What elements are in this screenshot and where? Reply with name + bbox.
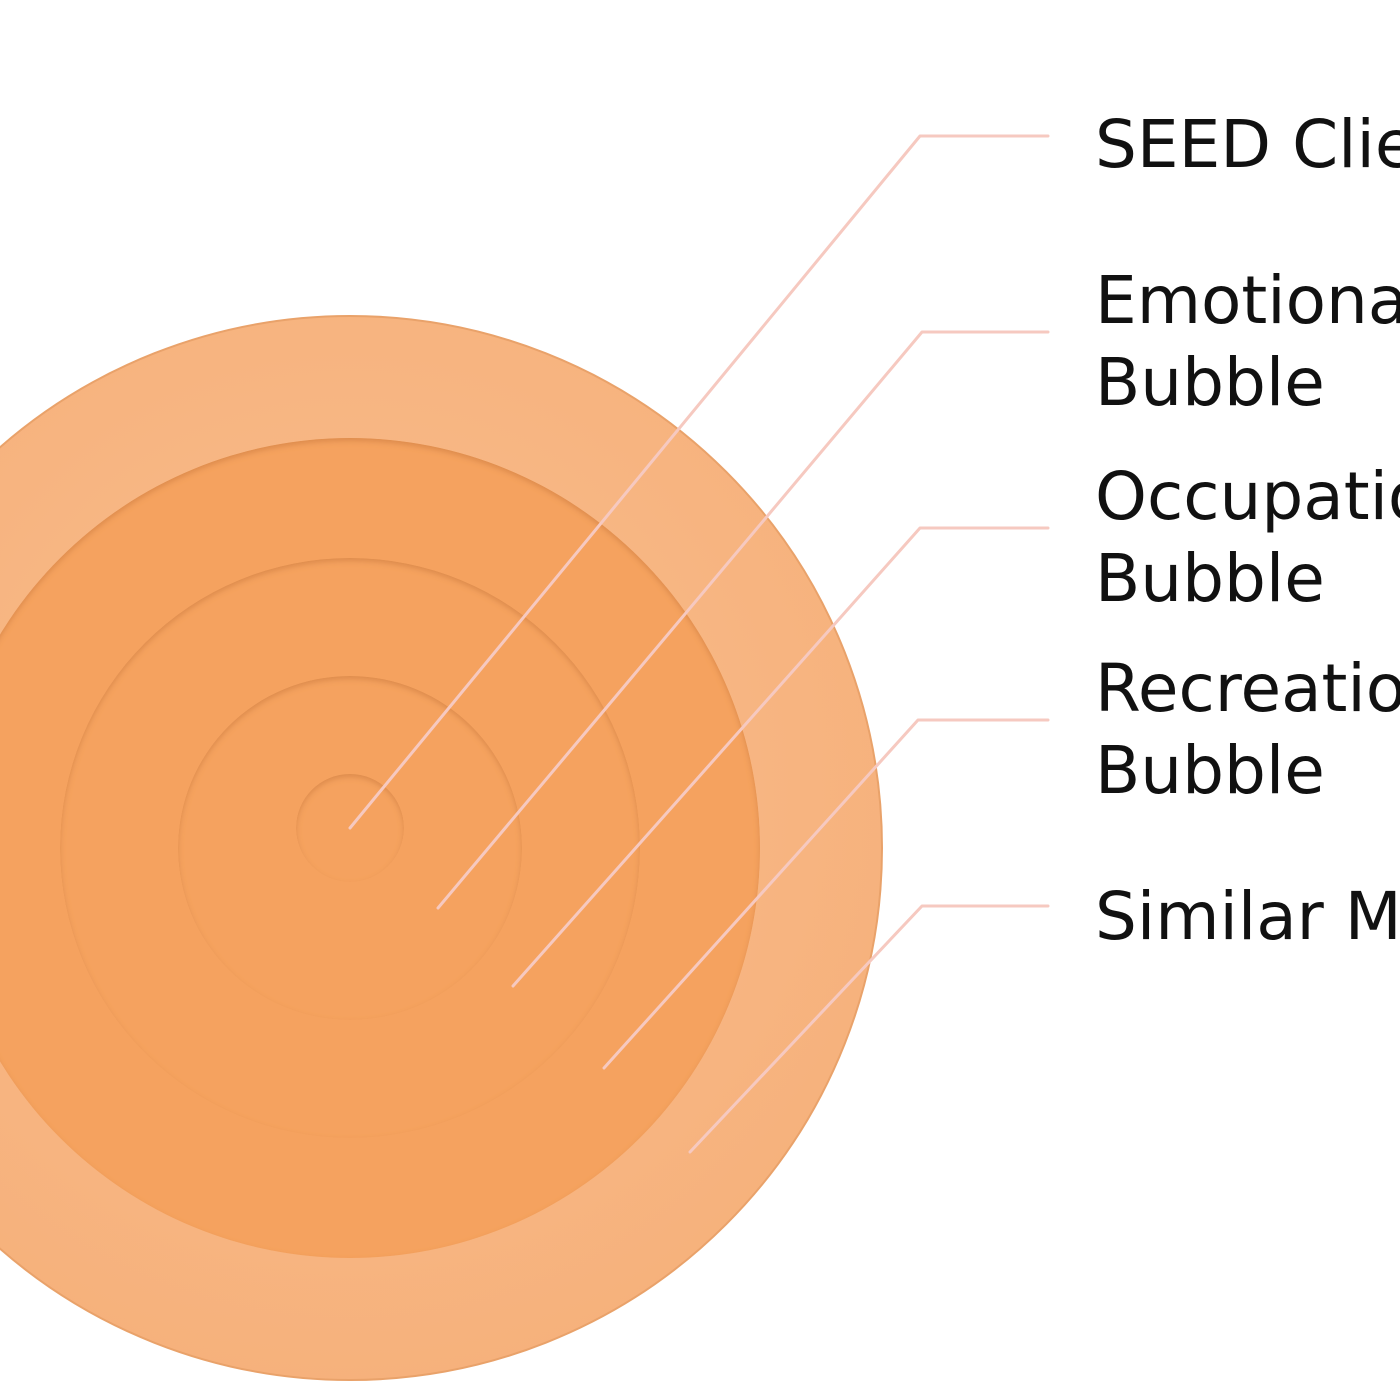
leader-line-seed [348,134,1050,830]
leader-line-occupational [511,526,1050,988]
label-seed-client: SEED Clie [1095,106,1400,183]
leader-line-similar [688,904,1050,1154]
leader-line-recreational [602,718,1050,1070]
leader-line-emotional [436,330,1050,910]
label-similar: Similar M [1095,878,1400,955]
label-recreational-bubble: Recreatio Bubble [1095,650,1400,809]
label-occupational-bubble: Occupatio Bubble [1095,458,1400,617]
label-emotional-bubble: Emotiona Bubble [1095,262,1400,421]
